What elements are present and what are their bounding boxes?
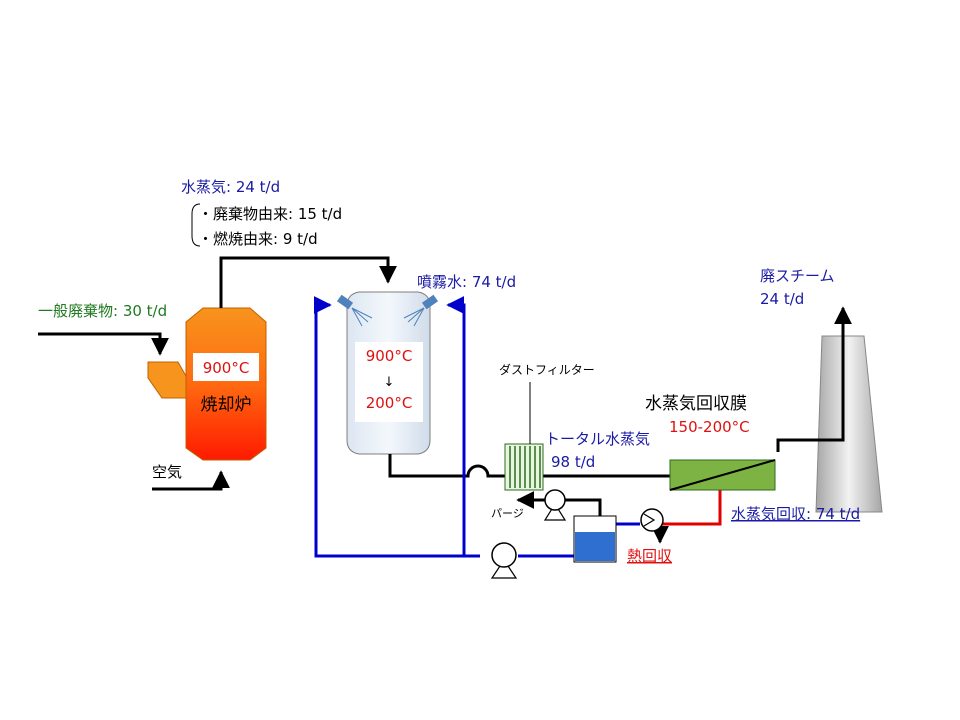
steam-recovery-pipe [660, 488, 722, 526]
tower-arrow-label: ↓ [384, 375, 395, 390]
waste-steam-label: 廃スチーム [760, 267, 835, 285]
spray-water-pump [490, 542, 518, 579]
steam-from-combustion-label: ・燃焼由来: 9 t/d [198, 230, 318, 248]
membrane-temp-label: 150-200°C [669, 418, 750, 436]
flue-gas-pipe [388, 454, 670, 478]
dust-filter-label: ダストフィルター [499, 362, 595, 377]
steam-total-label: 水蒸気: 24 t/d [181, 178, 280, 196]
spray-nozzle-right [403, 294, 439, 327]
steam-recovery-membrane [669, 459, 776, 491]
dust-filter [504, 443, 544, 491]
furnace-temp-box [193, 353, 259, 381]
membrane-name-label: 水蒸気回収膜 [645, 394, 747, 414]
tower-temp-in-label: 900°C [366, 347, 413, 365]
steam-pipe-furnace-to-tower [219, 256, 397, 308]
waste-steam-pipe [776, 306, 852, 452]
air-input-pipe [152, 470, 230, 491]
air-label: 空気 [152, 463, 182, 481]
steam-source-bracket [191, 203, 201, 247]
steam-recovery-label: 水蒸気回収: 74 t/d [731, 505, 860, 523]
heat-exchanger [640, 508, 664, 532]
total-steam-label: トータル水蒸気 [545, 430, 650, 448]
spray-water-pipe-left [313, 296, 480, 558]
condensate-tank [573, 515, 617, 563]
spray-water-label: 噴霧水: 74 t/d [417, 273, 516, 291]
purge-label: パージ [491, 507, 524, 520]
waste-input-pipe [38, 332, 169, 356]
waste-input-label: 一般廃棄物: 30 t/d [38, 302, 167, 320]
steam-from-waste-label: ・廃棄物由来: 15 t/d [198, 205, 342, 223]
total-steam-value: 98 t/d [551, 453, 595, 471]
purge-pump [543, 489, 567, 521]
heat-recovery-label: 熱回収 [627, 547, 672, 565]
furnace-name-label: 焼却炉 [201, 395, 252, 415]
incinerator-furnace [147, 307, 267, 461]
spray-water-pipe-right [446, 296, 466, 556]
furnace-temp-label: 900°C [203, 359, 250, 377]
spray-nozzle-left [336, 294, 373, 327]
tower-temp-out-label: 200°C [366, 394, 413, 412]
tower-temp-box [355, 342, 423, 422]
waste-steam-value: 24 t/d [760, 290, 804, 308]
chimney-stack [815, 335, 883, 513]
